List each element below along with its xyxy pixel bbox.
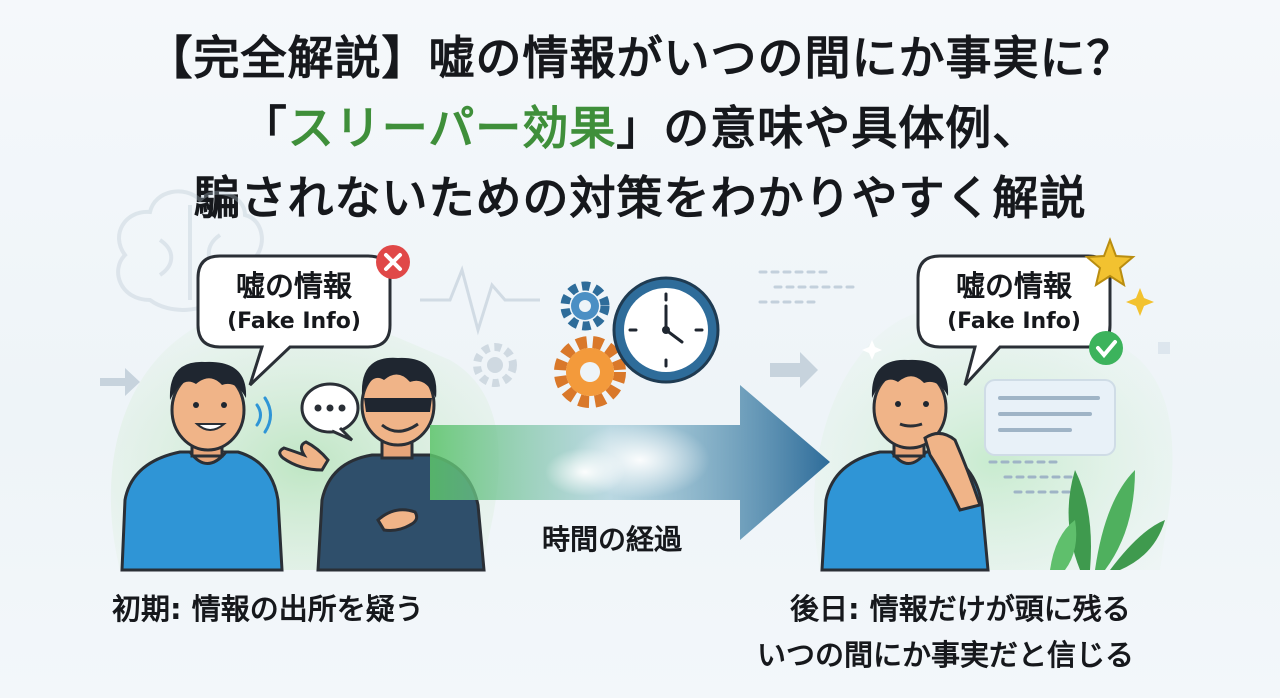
time-passage-label: 時間の経過 xyxy=(542,523,683,556)
title-line-1: 【完全解説】嘘の情報がいつの間にか事実に？ xyxy=(146,31,1134,85)
pulse-line-icon xyxy=(420,265,540,336)
speed-lines xyxy=(988,460,1087,494)
sound-wave-icon xyxy=(255,396,272,434)
title-bracket-open: 「 xyxy=(240,101,288,155)
sparkle-icon xyxy=(862,340,882,360)
x-mark-icon xyxy=(376,245,410,279)
right-caption-line-1: 後日: 情報だけが頭に残る xyxy=(790,592,1131,626)
right-bubble-subtitle: (Fake Info) xyxy=(947,309,1081,334)
star-icon xyxy=(1084,237,1136,288)
right-caption-line-2: いつの間にか事実だと信じる xyxy=(757,638,1135,672)
arrow-right-icon xyxy=(100,368,140,396)
gear-icon xyxy=(554,336,626,408)
sparkle-icon xyxy=(1126,288,1154,316)
mask-icon xyxy=(364,398,432,412)
thinking-person xyxy=(820,359,990,572)
check-icon xyxy=(1089,331,1123,365)
arrow-right-icon xyxy=(770,352,818,388)
plant-icon xyxy=(1050,470,1165,570)
gear-icon xyxy=(560,281,610,331)
left-caption: 初期: 情報の出所を疑う xyxy=(112,592,424,626)
clock-icon xyxy=(612,276,720,384)
document-card-icon xyxy=(984,379,1116,456)
right-bubble-title: 嘘の情報 xyxy=(955,269,1072,303)
title-line-3: 騙されないための対策をわかりやすく解説 xyxy=(193,171,1087,225)
left-bubble-subtitle: (Fake Info) xyxy=(227,309,361,334)
speed-lines xyxy=(758,270,857,304)
ellipsis-bubble-icon xyxy=(300,382,360,442)
left-bubble-title: 嘘の情報 xyxy=(235,269,352,303)
listener-person xyxy=(120,361,284,572)
title-highlight: スリーパー効果 xyxy=(287,101,617,155)
gear-icon xyxy=(473,343,517,387)
title-line-2-rest: 」の意味や具体例、 xyxy=(616,101,1040,155)
title-line-2: 「スリーパー効果」の意味や具体例、 xyxy=(0,98,1280,158)
square-deco xyxy=(1158,342,1170,354)
fog-cloud xyxy=(545,448,625,496)
